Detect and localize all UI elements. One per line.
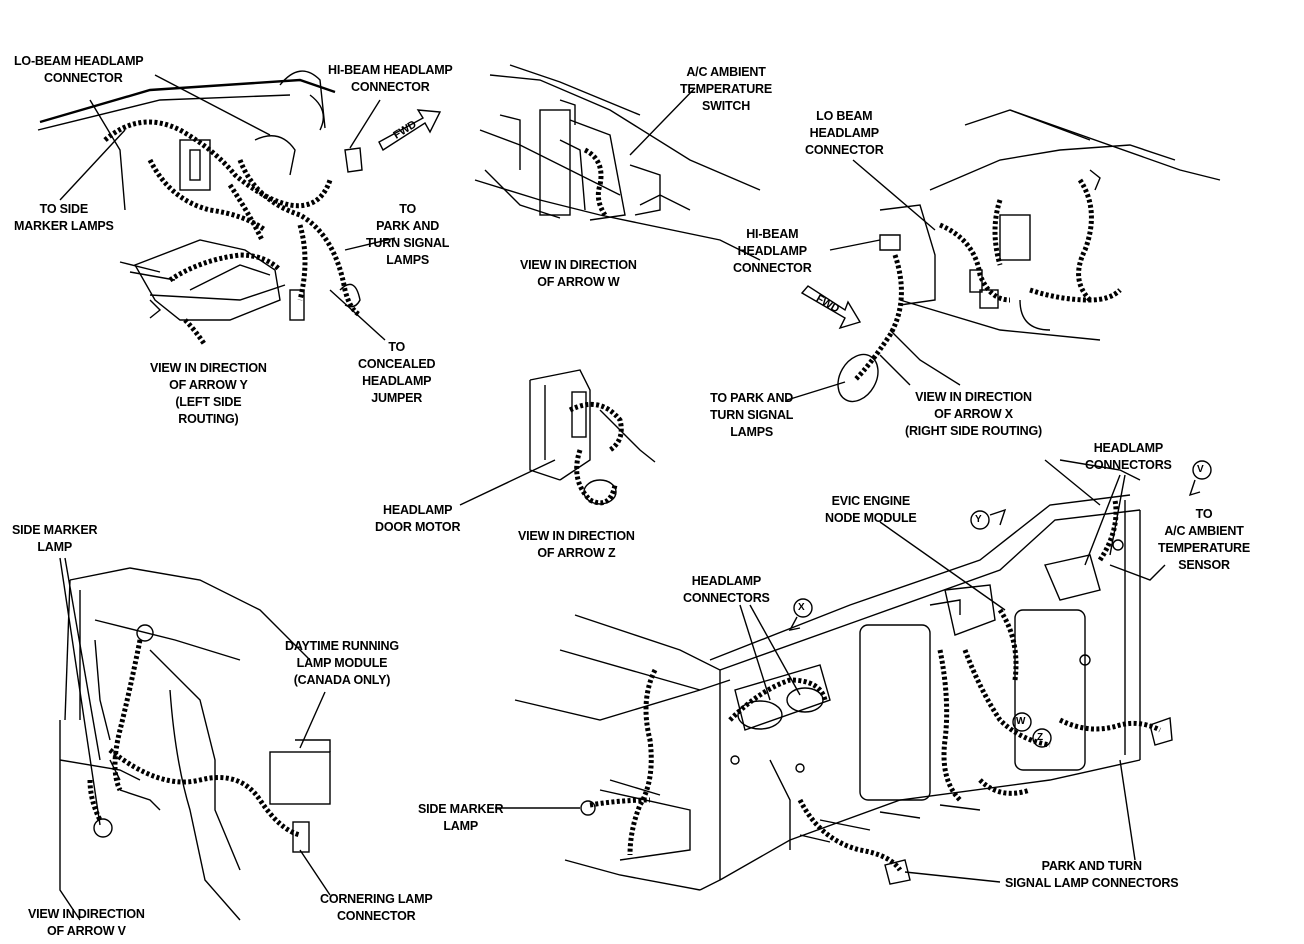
label-headlamp-connectors-right: HEADLAMP CONNECTORS bbox=[1085, 441, 1172, 472]
view-marker-x bbox=[793, 598, 813, 618]
leader-lines bbox=[59, 74, 1166, 896]
view-marker-w bbox=[1012, 712, 1032, 732]
view-marker-v bbox=[1192, 460, 1212, 480]
label-ac-ambient-temperature-switch: A/C AMBIENT TEMPERATURE SWITCH bbox=[680, 65, 773, 113]
label-lo-beam-headlamp-connector-y: LO-BEAM HEADLAMP CONNECTOR bbox=[14, 54, 144, 85]
label-headlamp-door-motor: HEADLAMP DOOR MOTOR bbox=[375, 503, 461, 534]
caption-view-arrow-z: VIEW IN DIRECTION OF ARROW Z bbox=[518, 529, 635, 560]
label-to-side-marker-lamps: TO SIDE MARKER LAMPS bbox=[14, 202, 114, 233]
view-z-illustration bbox=[529, 369, 656, 506]
caption-view-arrow-x: VIEW IN DIRECTION OF ARROW X (RIGHT SIDE… bbox=[905, 390, 1042, 438]
view-v-illustration bbox=[59, 567, 331, 921]
label-evic-engine-node-module: EVIC ENGINE NODE MODULE bbox=[825, 494, 917, 525]
front-end-assembly-illustration bbox=[514, 459, 1173, 891]
label-to-park-turn-signal-lamps-y: TO PARK AND TURN SIGNAL LAMPS bbox=[366, 202, 450, 267]
view-x-illustration bbox=[800, 109, 1221, 403]
label-headlamp-connectors-mid: HEADLAMP CONNECTORS bbox=[683, 574, 770, 605]
label-to-ac-ambient-temperature-sensor: TO A/C AMBIENT TEMPERATURE SENSOR bbox=[1158, 507, 1251, 572]
view-marker-letter-x: X bbox=[798, 602, 805, 613]
view-marker-z bbox=[1032, 728, 1052, 748]
label-side-marker-lamp-main: SIDE MARKER LAMP bbox=[418, 802, 504, 833]
view-y-illustration bbox=[37, 70, 442, 347]
view-marker-y bbox=[970, 510, 990, 530]
label-to-park-turn-signal-lamps-x: TO PARK AND TURN SIGNAL LAMPS bbox=[710, 391, 794, 439]
view-marker-letter-y: Y bbox=[975, 514, 982, 525]
view-markers bbox=[788, 460, 1212, 748]
view-marker-letter-z: Z bbox=[1037, 732, 1043, 743]
label-side-marker-lamp-v: SIDE MARKER LAMP bbox=[12, 523, 98, 554]
label-cornering-lamp-connector: CORNERING LAMP CONNECTOR bbox=[320, 892, 433, 923]
view-marker-letter-v: V bbox=[1197, 464, 1204, 475]
view-w-illustration bbox=[474, 64, 761, 261]
label-hi-beam-headlamp-connector-x: HI-BEAM HEADLAMP CONNECTOR bbox=[733, 227, 812, 275]
caption-view-arrow-y: VIEW IN DIRECTION OF ARROW Y (LEFT SIDE … bbox=[150, 361, 267, 426]
caption-view-arrow-v: VIEW IN DIRECTION OF ARROW V bbox=[28, 907, 145, 938]
label-lo-beam-headlamp-connector-x: LO BEAM HEADLAMP CONNECTOR bbox=[805, 109, 884, 157]
label-park-turn-signal-lamp-connectors: PARK AND TURN SIGNAL LAMP CONNECTORS bbox=[1005, 859, 1179, 890]
label-hi-beam-headlamp-connector-y: HI-BEAM HEADLAMP CONNECTOR bbox=[328, 63, 453, 94]
label-to-concealed-headlamp-jumper: TO CONCEALED HEADLAMP JUMPER bbox=[358, 340, 436, 405]
caption-view-arrow-w: VIEW IN DIRECTION OF ARROW W bbox=[520, 258, 637, 289]
view-marker-letter-w: W bbox=[1016, 716, 1026, 727]
label-daytime-running-lamp-module: DAYTIME RUNNING LAMP MODULE (CANADA ONLY… bbox=[285, 639, 399, 687]
